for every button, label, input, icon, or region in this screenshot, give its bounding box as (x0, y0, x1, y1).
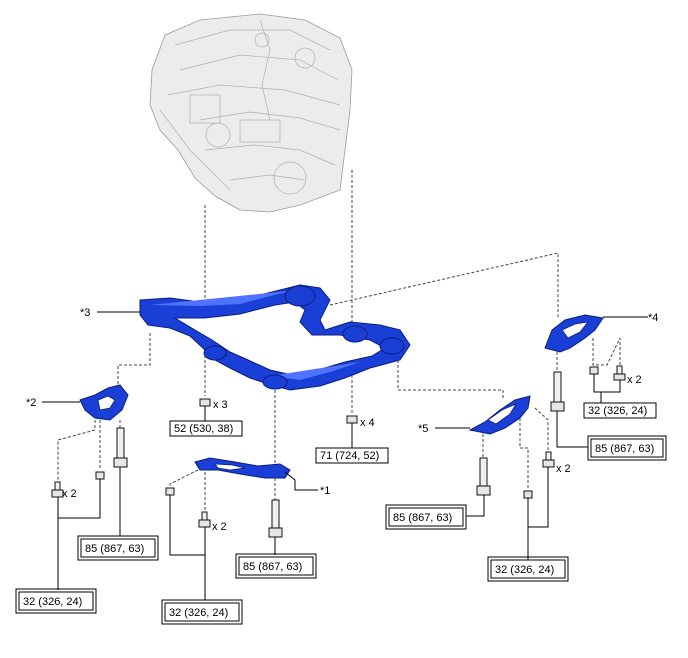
torque-c2-small: 32 (326, 24) (23, 596, 82, 608)
torque-c2-large: 85 (867, 63) (85, 543, 144, 555)
bracket-5-nut (523, 490, 533, 499)
bracket-4-bolt (550, 371, 565, 412)
bracket-1 (194, 457, 291, 479)
torque-c1-large: 85 (867, 63) (243, 561, 302, 573)
bracket-5-stud (542, 451, 555, 468)
qty-frame-nuts: x 3 (213, 399, 228, 411)
bracket-5 (468, 395, 531, 435)
bracket-1-bolt (268, 499, 283, 538)
bracket-2-stud (51, 481, 64, 498)
bracket-2 (79, 384, 129, 421)
callout-5: *5 (418, 423, 428, 435)
qty-c1-studs: x 2 (212, 521, 227, 533)
qty-c5-studs: x 2 (556, 463, 571, 475)
torque-c1-small: 32 (326, 24) (169, 607, 228, 619)
bracket-4-stud (613, 365, 626, 381)
callout-1: *1 (320, 485, 330, 497)
frame-bolt (346, 415, 358, 424)
callout-4: *4 (648, 312, 658, 324)
torque-c4-large: 85 (867, 63) (595, 443, 654, 455)
torque-c5-large: 85 (867, 63) (393, 512, 452, 524)
torque-frame-right: 71 (724, 52) (320, 450, 379, 462)
bracket-2-nut (95, 471, 105, 480)
bracket-4-nut (589, 366, 599, 375)
bracket-2-bolt (113, 427, 128, 468)
qty-frame-bolts: x 4 (360, 417, 375, 429)
bracket-5-bolt (476, 457, 491, 496)
bracket-4 (544, 314, 604, 353)
qty-c4-studs: x 2 (627, 374, 642, 386)
callout-3: *3 (80, 307, 90, 319)
frame-nut (199, 398, 211, 407)
torque-frame-center: 52 (530, 38) (174, 423, 233, 435)
engine-assembly (149, 13, 353, 213)
bracket-1-stud (198, 511, 211, 528)
callout-2: *2 (26, 397, 36, 409)
torque-c5-small: 32 (326, 24) (495, 564, 554, 576)
qty-c2-studs: x 2 (62, 488, 77, 500)
torque-c4-small: 32 (326, 24) (588, 405, 647, 417)
front-subframe (139, 284, 411, 391)
bracket-1-nut (165, 487, 175, 496)
